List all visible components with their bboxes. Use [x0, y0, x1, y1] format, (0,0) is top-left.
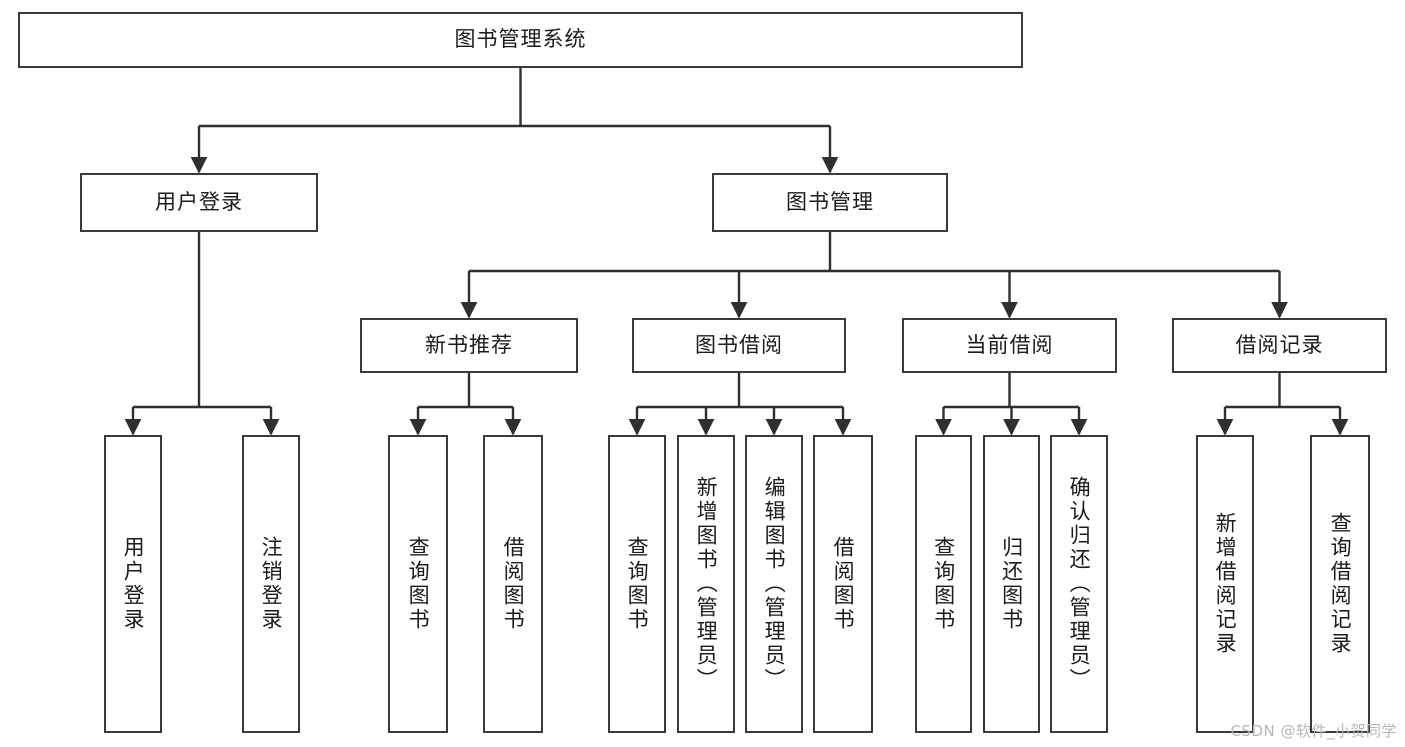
node-label-borrow-book: 借阅图书 [831, 536, 856, 632]
node-label-root: 图书管理系统 [454, 27, 587, 52]
node-borrow-book[interactable]: 借阅图书 [813, 435, 873, 733]
node-current-borrow[interactable]: 当前借阅 [902, 318, 1117, 373]
node-query-book-rec[interactable]: 查询图书 [388, 435, 448, 733]
node-label-return-book: 归还图书 [999, 536, 1024, 632]
node-borrow-record[interactable]: 借阅记录 [1172, 318, 1387, 373]
node-return-book[interactable]: 归还图书 [983, 435, 1040, 733]
node-label-borrow-record: 借阅记录 [1235, 332, 1324, 357]
node-book-borrow[interactable]: 图书借阅 [632, 318, 846, 373]
node-label-add-borrow-record: 新增借阅记录 [1213, 512, 1238, 656]
node-user-login-leaf[interactable]: 用户登录 [104, 435, 162, 733]
node-label-borrow-book-rec: 借阅图书 [501, 536, 526, 632]
node-label-current-borrow: 当前借阅 [965, 332, 1054, 357]
node-borrow-book-rec[interactable]: 借阅图书 [483, 435, 543, 733]
node-label-query-book-current: 查询图书 [931, 536, 956, 632]
node-label-user-login-leaf: 用户登录 [121, 536, 146, 632]
node-book-manage[interactable]: 图书管理 [712, 173, 948, 232]
node-label-user-login: 用户登录 [155, 189, 243, 214]
node-label-book-borrow: 图书借阅 [695, 332, 783, 357]
node-label-query-borrow-record: 查询借阅记录 [1328, 512, 1353, 656]
node-label-confirm-return-admin: 确认归还（管理员） [1067, 476, 1092, 692]
node-add-borrow-record[interactable]: 新增借阅记录 [1196, 435, 1254, 733]
node-confirm-return-admin[interactable]: 确认归还（管理员） [1050, 435, 1108, 733]
node-user-login[interactable]: 用户登录 [80, 173, 318, 232]
node-root[interactable]: 图书管理系统 [18, 12, 1023, 68]
watermark-text: CSDN @软件_小贺同学 [1230, 722, 1397, 740]
node-label-logout-leaf: 注销登录 [259, 536, 284, 632]
node-add-book-admin[interactable]: 新增图书（管理员） [677, 435, 735, 733]
node-label-query-book-borrow: 查询图书 [625, 536, 650, 632]
node-label-new-book-recommend: 新书推荐 [425, 332, 513, 357]
node-query-book-current[interactable]: 查询图书 [915, 435, 972, 733]
node-logout-leaf[interactable]: 注销登录 [242, 435, 300, 733]
node-label-add-book-admin: 新增图书（管理员） [694, 476, 719, 692]
node-query-book-borrow[interactable]: 查询图书 [608, 435, 666, 733]
node-label-book-manage: 图书管理 [786, 189, 874, 214]
node-label-query-book-rec: 查询图书 [406, 536, 431, 632]
node-label-edit-book-admin: 编辑图书（管理员） [762, 476, 787, 692]
node-new-book-recommend[interactable]: 新书推荐 [360, 318, 578, 373]
node-edit-book-admin[interactable]: 编辑图书（管理员） [745, 435, 803, 733]
node-query-borrow-record[interactable]: 查询借阅记录 [1310, 435, 1370, 733]
